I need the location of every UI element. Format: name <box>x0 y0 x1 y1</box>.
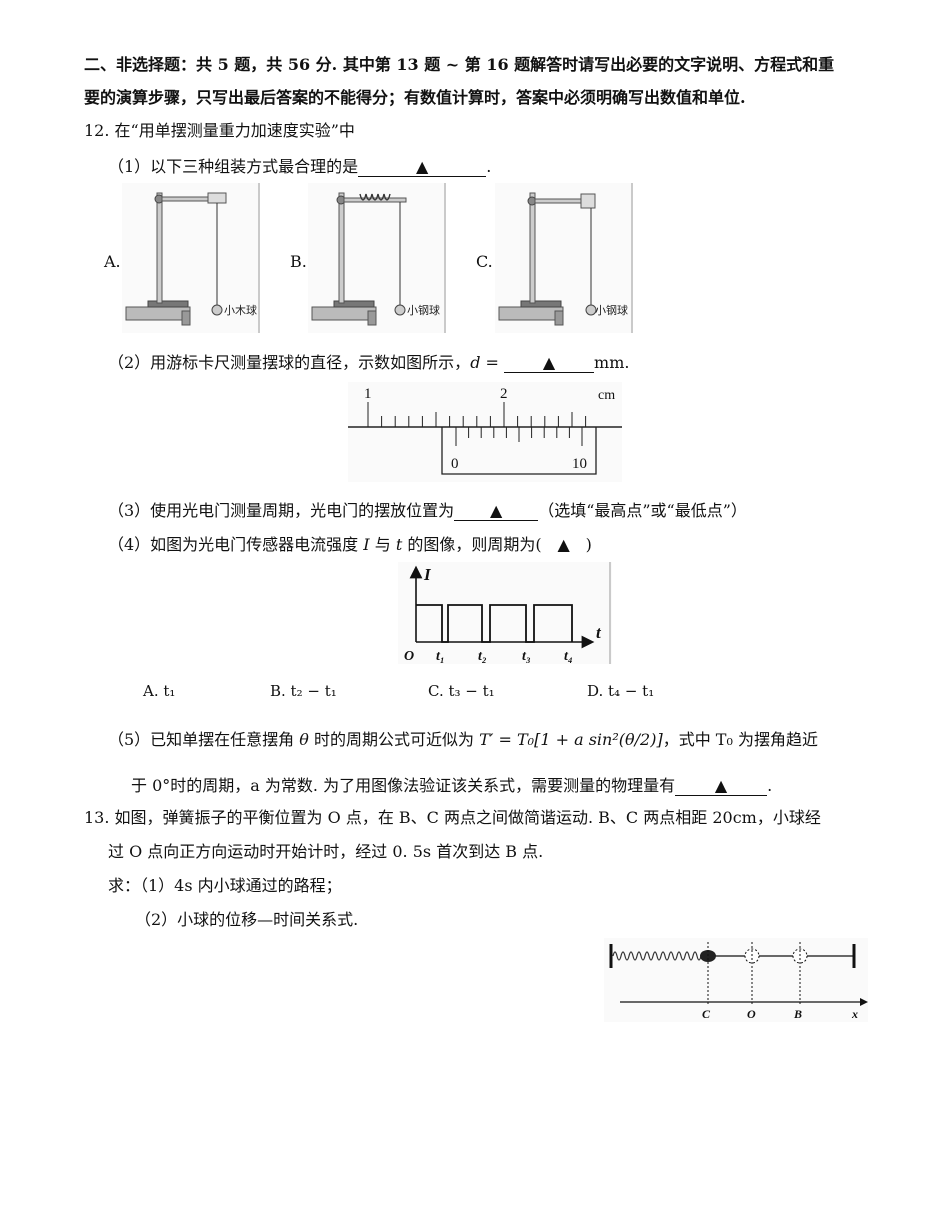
q13-line1: 13. 如图，弹簧振子的平衡位置为 O 点，在 B、C 两点之间做简谐运动. B… <box>84 808 821 827</box>
q12-part4-text3: 的图像，则周期为( <box>407 535 542 554</box>
q12-part3-blank[interactable]: ▲ <box>454 502 539 521</box>
q12-part5-blank[interactable]: ▲ <box>675 777 768 796</box>
section-instructions-line1: 二、非选择题：共 5 题，共 56 分. 其中第 13 题 ~ 第 16 题解答… <box>84 55 835 74</box>
vernier-caliper-figure: 1 2 cm 0 10 <box>348 382 622 482</box>
main-scale-1: 1 <box>364 386 372 402</box>
q12-part2: （2）用游标卡尺测量摆球的直径，示数如图所示，d = ▲mm. <box>108 349 629 373</box>
graph-axis-I: I <box>423 565 432 584</box>
axis-x: x <box>851 1007 858 1021</box>
equals-sign: = <box>480 353 505 372</box>
choice-a[interactable]: A. t₁ <box>143 682 176 700</box>
q12-part5-text2: 时的周期公式可近似为 <box>314 730 475 749</box>
spring-oscillator-figure: C O B x <box>604 938 868 1022</box>
option-b-label: B. <box>290 252 307 271</box>
main-scale-2: 2 <box>500 386 508 402</box>
ball-label-b: 小钢球 <box>407 303 440 317</box>
q13-line4: （2）小球的位移—时间关系式. <box>135 910 359 929</box>
var-I: I <box>363 535 370 554</box>
var-d: d <box>470 353 481 372</box>
point-c: C <box>702 1007 711 1021</box>
q12-part3: （3）使用光电门测量周期，光电门的摆放位置为▲（选填“最高点”或“最低点”） <box>108 497 747 521</box>
graph-tick-t4: t₄ <box>564 649 573 664</box>
vernier-scale-0: 0 <box>451 456 459 472</box>
q12-part4: （4）如图为光电门传感器电流强度 I 与 t 的图像，则周期为( ▲) <box>108 531 592 555</box>
unit-mm: mm. <box>594 353 630 372</box>
q12-part4-text1: （4）如图为光电门传感器电流强度 <box>108 535 359 554</box>
graph-tick-t1: t₁ <box>436 649 445 664</box>
q13-line3: 求：（1）4s 内小球通过的路程； <box>108 876 342 895</box>
q12-part1-text: （1）以下三种组装方式最合理的是 <box>108 157 359 176</box>
q12-part1: （1）以下三种组装方式最合理的是▲. <box>108 157 492 177</box>
graph-axis-t: t <box>596 623 602 642</box>
pendulum-setup-c-figure: 小钢球 <box>495 183 633 333</box>
var-theta: θ <box>299 730 309 749</box>
graph-tick-t3: t₃ <box>522 649 531 664</box>
q13-line2: 过 O 点向正方向运动时开始计时，经过 0. 5s 首次到达 B 点. <box>108 842 544 861</box>
q12-part4-text2: 与 <box>374 535 391 554</box>
section-instructions-line2: 要的演算步骤，只写出最后答案的不能得分；有数值计算时，答案中必须明确写出数值和单… <box>84 88 746 107</box>
q12-part2-text: （2）用游标卡尺测量摆球的直径，示数如图所示， <box>108 353 471 372</box>
q12-part4-blank[interactable]: ▲ <box>557 535 570 554</box>
q12-part5-line2: 于 0°时的周期，a 为常数. 为了用图像法验证该关系式，需要测量的物理量有▲. <box>131 772 772 796</box>
current-time-graph: I t O t₁ t₂ t₃ t₄ <box>398 562 612 664</box>
var-t: t <box>395 535 403 554</box>
ball-label-a: 小木球 <box>224 303 257 317</box>
q12-part1-blank[interactable]: ▲ <box>358 158 487 177</box>
choice-d[interactable]: D. t₄ − t₁ <box>587 682 655 700</box>
q12-part2-blank[interactable]: ▲ <box>504 354 595 373</box>
q12-stem: 12. 在“用单摆测量重力加速度实验”中 <box>84 121 355 140</box>
q12-part4-close: ) <box>585 535 592 554</box>
q12-part5-text3: ，式中 T₀ 为摆角趋近 <box>662 730 818 749</box>
q12-part3-text: （3）使用光电门测量周期，光电门的摆放位置为 <box>108 501 455 520</box>
ball-label-c: 小钢球 <box>595 303 628 317</box>
pendulum-setup-b-figure: 小钢球 <box>308 183 446 333</box>
option-a-label: A. <box>104 252 121 271</box>
point-b: B <box>793 1007 802 1021</box>
option-c-label: C. <box>476 252 493 271</box>
graph-tick-t2: t₂ <box>478 649 487 664</box>
pendulum-setup-a-figure: 小木球 <box>122 183 260 333</box>
caliper-unit: cm <box>598 388 615 403</box>
vernier-scale-10: 10 <box>572 456 587 472</box>
q12-part5-line1: （5）已知单摆在任意摆角 θ 时的周期公式可近似为 T′ = T₀[1 + a … <box>108 726 818 750</box>
point-o: O <box>747 1007 756 1021</box>
q12-part5-text4: 于 0°时的周期，a 为常数. 为了用图像法验证该关系式，需要测量的物理量有 <box>131 776 676 795</box>
q12-part5-end: . <box>767 776 773 795</box>
graph-origin: O <box>404 649 414 664</box>
choice-c[interactable]: C. t₃ − t₁ <box>428 682 495 700</box>
period-formula: T′ = T₀[1 + a sin²(θ/2)] <box>479 730 663 749</box>
q12-part3-hint: （选填“最高点”或“最低点”） <box>538 501 747 520</box>
q12-part5-text1: （5）已知单摆在任意摆角 <box>108 730 295 749</box>
choice-b[interactable]: B. t₂ − t₁ <box>270 682 337 700</box>
